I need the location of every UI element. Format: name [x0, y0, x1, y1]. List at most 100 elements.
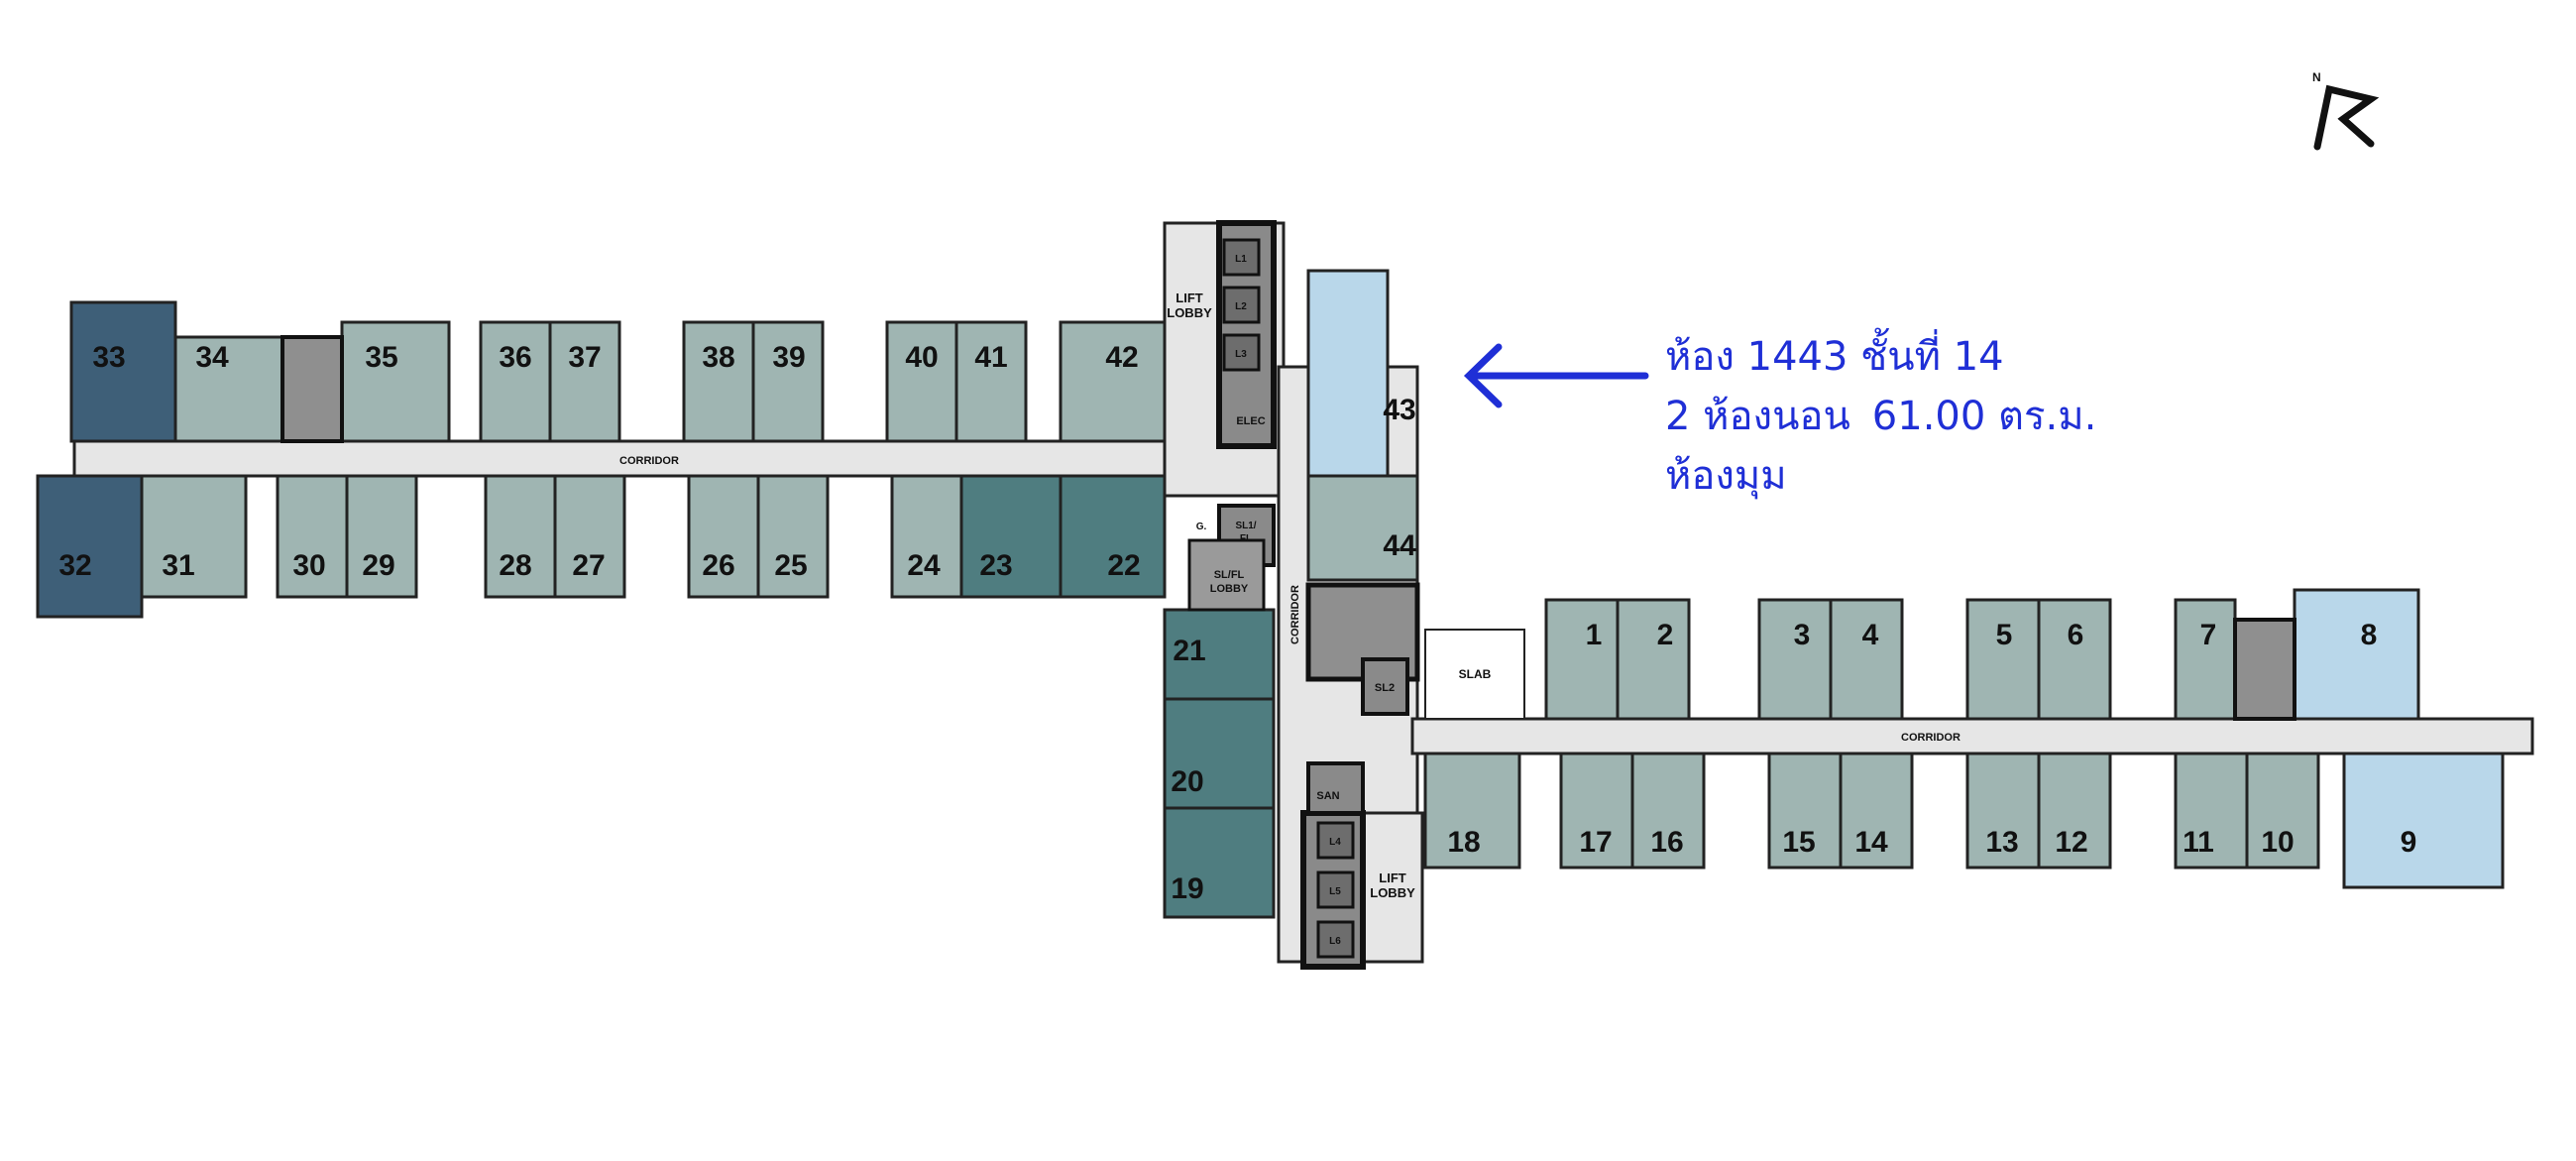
san-label: SAN — [1316, 790, 1339, 802]
unit-22[interactable]: 22 — [1059, 474, 1167, 599]
unit-31[interactable]: 31 — [140, 474, 248, 599]
unit-30[interactable]: 30 — [276, 474, 349, 599]
unit-16[interactable]: 16 — [1630, 752, 1706, 870]
unit-number: 20 — [1171, 765, 1203, 798]
unit-block — [1306, 474, 1419, 582]
unit-number: 9 — [2401, 826, 2417, 859]
lift-label-l6: L6 — [1329, 936, 1341, 947]
unit-block — [479, 320, 552, 443]
unit-number: 6 — [2068, 619, 2084, 651]
unit-number: 35 — [365, 341, 397, 374]
unit-number: 7 — [2200, 619, 2217, 651]
unit-5[interactable]: 5 — [1965, 598, 2041, 721]
lift-lobby-south-line2: LOBBY — [1370, 885, 1415, 900]
unit-15[interactable]: 15 — [1767, 752, 1843, 870]
unit-29[interactable]: 29 — [345, 474, 418, 599]
unit-33[interactable]: 33 — [69, 300, 177, 443]
unit-number: 37 — [568, 341, 601, 374]
sl-fl-lobby-label-line1: SL/FL — [1214, 569, 1245, 581]
unit-40[interactable]: 40 — [885, 320, 958, 443]
unit-2[interactable]: 2 — [1616, 598, 1691, 721]
unit-number: 2 — [1657, 619, 1674, 651]
unit-37[interactable]: 37 — [548, 320, 621, 443]
unit-19[interactable]: 19 — [1163, 806, 1276, 919]
unit-block — [890, 474, 963, 599]
lift-lobby-north-line2: LOBBY — [1167, 305, 1212, 320]
lift-car-l3 — [1222, 333, 1261, 372]
unit-block — [1306, 269, 1390, 483]
unit-42[interactable]: 42 — [1059, 320, 1167, 443]
unit-23[interactable]: 23 — [959, 474, 1063, 599]
unit-number: 44 — [1383, 529, 1416, 562]
unit-7[interactable]: 7 — [2174, 598, 2237, 721]
unit-block — [1163, 608, 1276, 701]
unit-17[interactable]: 17 — [1559, 752, 1634, 870]
unit-26[interactable]: 26 — [687, 474, 760, 599]
unit-number: 25 — [774, 549, 807, 582]
unit-1[interactable]: 1 — [1544, 598, 1620, 721]
unit-34[interactable]: 34 — [173, 335, 284, 443]
unit-32[interactable]: 32 — [36, 474, 144, 619]
unit-6[interactable]: 6 — [2037, 598, 2112, 721]
unit-block — [2174, 752, 2249, 870]
unit-number: 5 — [1996, 619, 2013, 651]
unit-number: 16 — [1650, 826, 1683, 859]
unit-4[interactable]: 4 — [1829, 598, 1904, 721]
unit-20[interactable]: 20 — [1163, 697, 1276, 810]
callout-bedrooms: 2 ห้องนอน — [1665, 394, 1850, 439]
unit-44[interactable]: 44 — [1306, 474, 1419, 582]
callout-unit-line: ห้อง 1443 ชั้นที่ 14 — [1665, 334, 2004, 380]
unit-block — [345, 474, 418, 599]
unit-9[interactable]: 9 — [2342, 752, 2505, 889]
east-corridor — [1410, 717, 2534, 755]
unit-number: 15 — [1782, 826, 1815, 859]
lift-lobby-north-line1: LIFT — [1176, 290, 1202, 305]
unit-11[interactable]: 11 — [2174, 752, 2249, 870]
unit-number: 17 — [1579, 826, 1612, 859]
unit-8[interactable]: 8 — [2293, 588, 2420, 721]
corridor-label-core: CORRIDOR — [1289, 585, 1301, 644]
unit-39[interactable]: 39 — [751, 320, 825, 443]
unit-27[interactable]: 27 — [553, 474, 626, 599]
lift-car-l4 — [1316, 821, 1355, 860]
san-room — [1306, 761, 1365, 815]
unit-number: 13 — [1985, 826, 2018, 859]
unit-25[interactable]: 25 — [756, 474, 830, 599]
unit-41[interactable]: 41 — [954, 320, 1028, 443]
unit-24[interactable]: 24 — [890, 474, 963, 599]
unit-14[interactable]: 14 — [1839, 752, 1914, 870]
unit-block — [1829, 598, 1904, 721]
unit-block — [1544, 598, 1620, 721]
sl-fl-lobby-label-line2: LOBBY — [1210, 583, 1249, 595]
unit-block — [1630, 752, 1706, 870]
unit-18[interactable]: 18 — [1423, 752, 1521, 870]
corridor-label-west: CORRIDOR — [619, 455, 679, 467]
unit-43[interactable]: 43 — [1306, 269, 1416, 483]
unit-35[interactable]: 35 — [340, 320, 451, 443]
unit-block — [1559, 752, 1634, 870]
unit-block — [340, 320, 451, 443]
stair-west — [280, 335, 344, 443]
unit-number: 43 — [1383, 394, 1415, 426]
unit-21[interactable]: 21 — [1163, 608, 1276, 701]
unit-38[interactable]: 38 — [682, 320, 755, 443]
unit-number: 29 — [362, 549, 394, 582]
unit-block — [682, 320, 755, 443]
unit-12[interactable]: 12 — [2037, 752, 2112, 870]
unit-number: 24 — [907, 549, 941, 582]
unit-10[interactable]: 10 — [2245, 752, 2320, 870]
unit-28[interactable]: 28 — [484, 474, 557, 599]
elec-label: ELEC — [1236, 415, 1265, 427]
unit-36[interactable]: 36 — [479, 320, 552, 443]
unit-block — [2037, 752, 2112, 870]
unit-block — [2037, 598, 2112, 721]
unit-3[interactable]: 3 — [1757, 598, 1833, 721]
service-cores — [280, 220, 2296, 970]
unit-number: 3 — [1794, 619, 1811, 651]
service-labels: CORRIDOR CORRIDOR CORRIDOR LIFT LOBBY LI… — [619, 254, 1960, 947]
unit-block — [36, 474, 144, 619]
unit-13[interactable]: 13 — [1965, 752, 2041, 870]
lift-label-l1: L1 — [1235, 254, 1247, 265]
unit-number: 42 — [1105, 341, 1138, 374]
